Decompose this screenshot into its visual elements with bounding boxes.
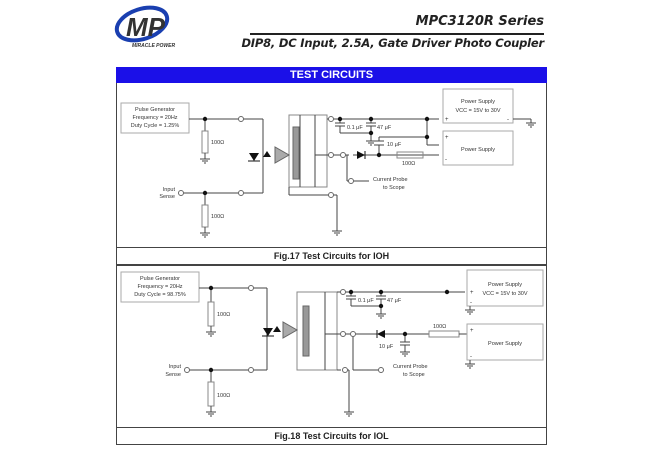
power-supply-box [442, 130, 514, 166]
probe-label-2: to Scope [403, 372, 425, 378]
psu1-vcc-label: VCC = 15V to 30V [455, 108, 500, 114]
cap-small-label: 0.1 μF [358, 298, 374, 304]
input-sense-label-1: Input [169, 364, 182, 370]
product-series: MPC3120R Series [415, 14, 544, 29]
diode-icon [377, 330, 385, 338]
resistor-out-label: 100Ω [433, 324, 446, 330]
pulse-gen-duty-cycle: Duty Cycle = 98.75% [134, 292, 186, 298]
header-divider [250, 33, 544, 35]
amplifier-icon [282, 321, 299, 339]
psu1-minus: - [470, 300, 472, 306]
led-icon [263, 328, 273, 336]
psu2-minus: - [445, 157, 447, 163]
product-subtitle: DIP8, DC Input, 2.5A, Gate Driver Photo … [241, 36, 544, 50]
psu1-label: Power Supply [461, 99, 495, 105]
diode-icon [357, 151, 365, 159]
figure-18-panel: Pulse Generator Frequency = 20Hz Duty Cy… [116, 265, 547, 429]
pulse-generator-box [120, 102, 190, 134]
psu1-vcc-label: VCC = 15V to 30V [482, 291, 527, 297]
resistor-bottom-label: 100Ω [217, 393, 230, 399]
cap-out-label: 10 μF [387, 142, 402, 148]
input-sense-label-2: Sense [165, 372, 181, 378]
psu1-plus: + [445, 117, 449, 123]
resistor-bottom-label: 100Ω [211, 214, 224, 220]
pulse-gen-frequency: Frequency = 20Hz [137, 284, 182, 290]
psu2-plus: + [470, 328, 474, 334]
cap-large-label: 47 μF [377, 125, 392, 131]
company-logo: MP MIRACLE POWER [112, 2, 192, 50]
pulse-gen-label: Pulse Generator [135, 107, 175, 113]
figure-18-schematic: Pulse Generator Frequency = 20Hz Duty Cy… [120, 269, 544, 417]
psu2-label: Power Supply [488, 341, 522, 347]
psu1-label: Power Supply [488, 282, 522, 288]
logo-text: MP [126, 12, 166, 42]
pulse-gen-duty-cycle: Duty Cycle = 1.25% [131, 123, 180, 129]
power-supply-vcc-box [466, 269, 544, 307]
psu2-minus: - [470, 354, 472, 360]
amplifier-icon [274, 146, 291, 164]
probe-label-1: Current Probe [393, 364, 428, 370]
figure-17-schematic: Pulse Generator Frequency = 20Hz Duty Cy… [120, 88, 536, 238]
probe-label-1: Current Probe [373, 177, 408, 183]
figure-18-caption: Fig.18 Test Circuits for IOL [116, 427, 547, 445]
input-sense-label-1: Input [163, 187, 176, 193]
resistor-top-label: 100Ω [217, 312, 230, 318]
cap-small-label: 0.1 μF [347, 125, 363, 131]
resistor-out-label: 100Ω [402, 161, 415, 167]
psu1-minus: - [507, 117, 509, 123]
psu2-plus: + [445, 135, 449, 141]
probe-label-2: to Scope [383, 185, 405, 191]
psu1-plus: + [470, 290, 474, 296]
pulse-gen-label: Pulse Generator [140, 276, 180, 282]
logo-tagline: MIRACLE POWER [132, 43, 175, 49]
cap-out-label: 10 μF [379, 344, 394, 350]
section-banner: TEST CIRCUITS [116, 67, 547, 83]
cap-large-label: 47 μF [387, 298, 402, 304]
pulse-gen-frequency: Frequency = 20Hz [132, 115, 177, 121]
power-supply-vcc-box [442, 88, 514, 124]
figure-17-panel: Pulse Generator Frequency = 20Hz Duty Cy… [116, 83, 547, 248]
psu2-label: Power Supply [461, 147, 495, 153]
led-icon [249, 153, 259, 161]
resistor-top-label: 100Ω [211, 140, 224, 146]
power-supply-box [466, 323, 544, 361]
pulse-generator-box [120, 271, 200, 303]
input-sense-label-2: Sense [159, 194, 175, 200]
figure-17-caption: Fig.17 Test Circuits for IOH [116, 247, 547, 265]
